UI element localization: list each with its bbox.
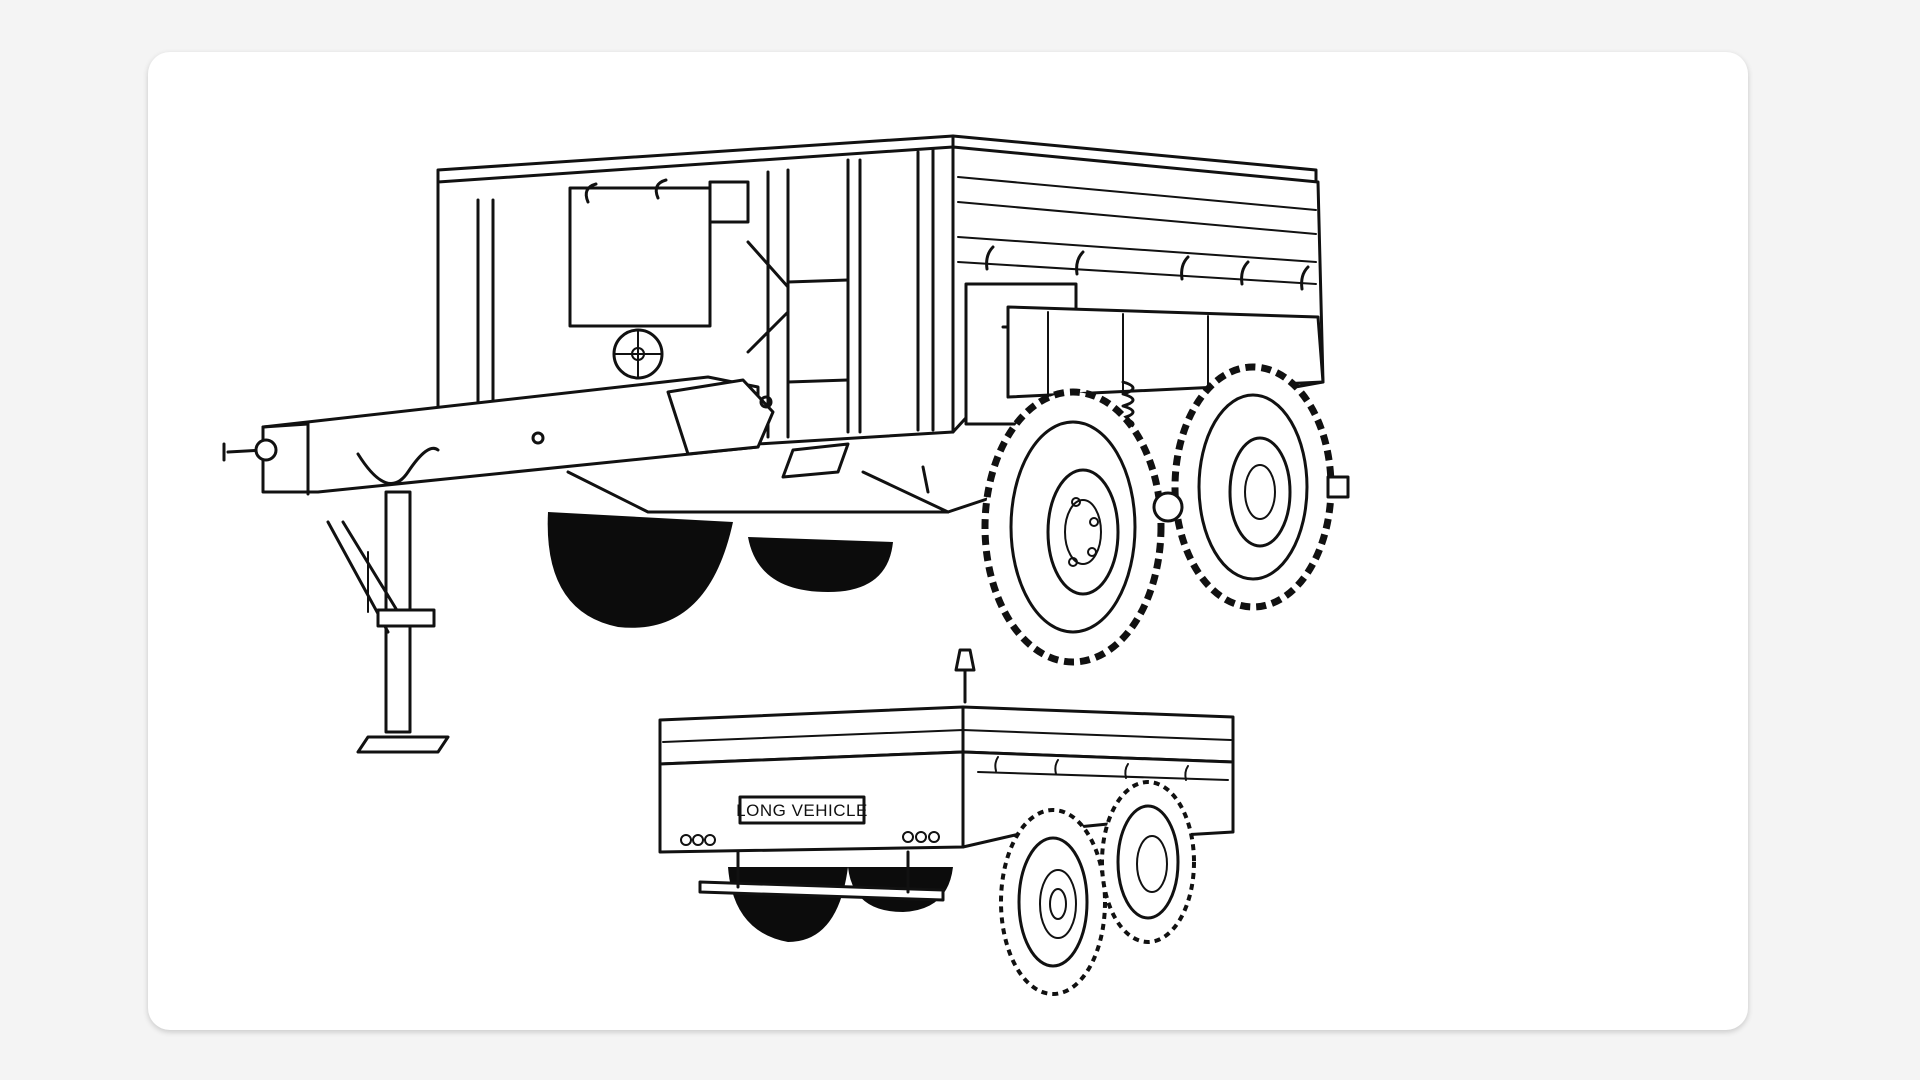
trailer-illustration: LONG VEHICLE [222,134,1350,996]
beacon-light [954,648,976,704]
front-wheel [981,388,1165,666]
front-storage-box [568,186,712,328]
lunette-ring [222,438,278,462]
safety-chains [356,446,440,485]
jack-stand [326,490,450,754]
hand-brake-wheel [612,328,664,380]
rear-view-front-wheel [999,808,1107,996]
rear-left-wheel-shadow [547,512,733,628]
trailer-main-view [222,134,1350,754]
rear-bumper [698,880,945,902]
rear-plate [738,795,866,825]
rear-wheel [1171,363,1350,611]
rear-inner-wheel-shadow [748,537,893,592]
rear-plate-text: LONG VEHICLE [736,801,868,820]
rear-view-rear-wheel [1100,780,1196,944]
trailer-rear-view: LONG VEHICLE [658,648,1235,996]
boarding-step [781,442,850,479]
tie-down-hooks [985,245,1310,291]
tail-lights [680,831,940,846]
illustration-card: LONG VEHICLE [148,52,1748,1030]
